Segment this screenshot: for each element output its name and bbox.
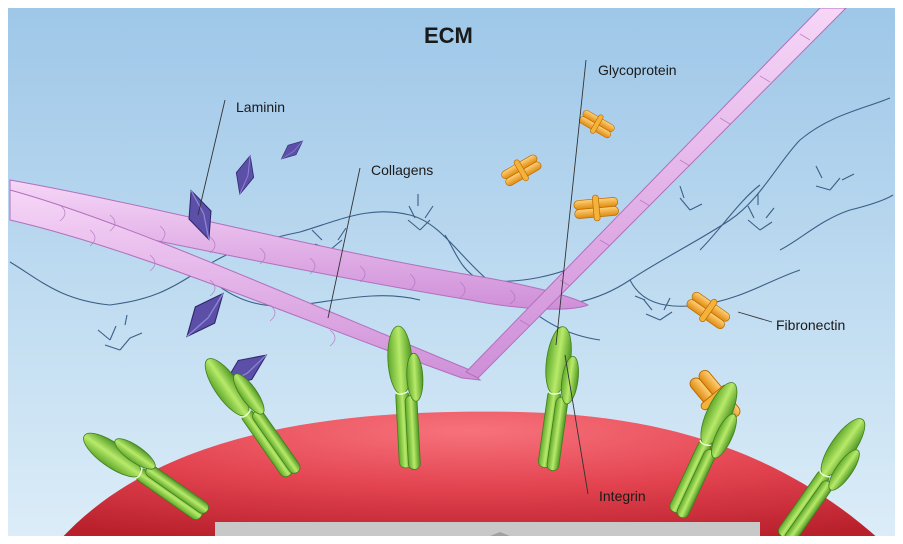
- collagens-label: Collagens: [371, 162, 433, 178]
- laminin-label: Laminin: [236, 99, 285, 115]
- fibronectin-label: Fibronectin: [776, 317, 845, 333]
- glycoprotein-label: Glycoprotein: [598, 62, 677, 78]
- integrin-label: Integrin: [599, 488, 646, 504]
- ecm-title: ECM: [424, 23, 473, 48]
